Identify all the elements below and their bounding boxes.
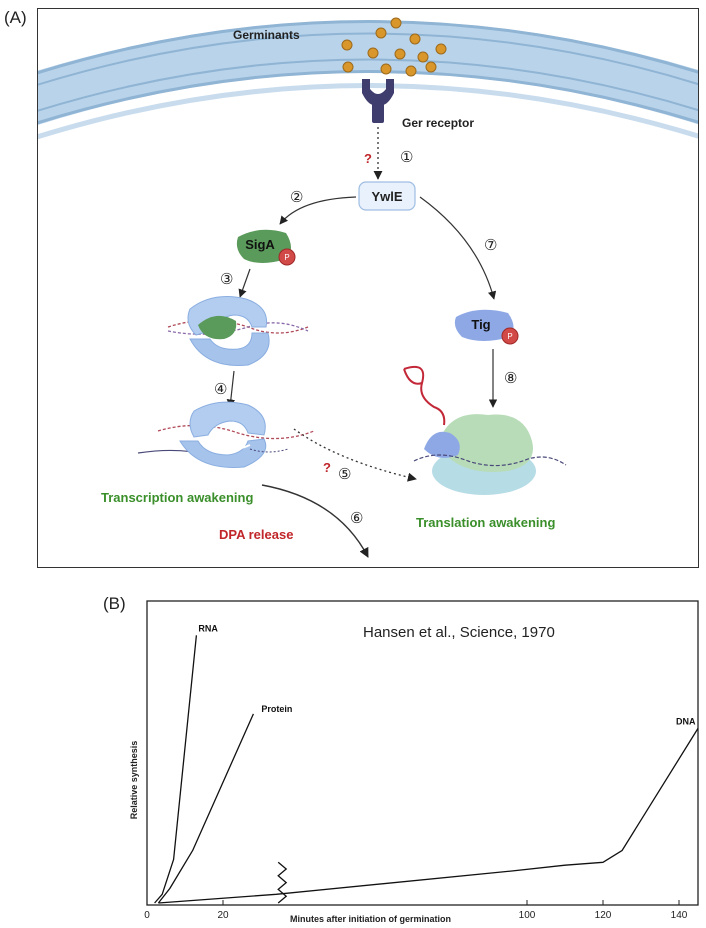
tig-label: Tig bbox=[471, 317, 490, 332]
unknown-mark-1: ? bbox=[364, 151, 372, 166]
ywle-node bbox=[358, 181, 416, 211]
x-tick-label: 120 bbox=[595, 910, 612, 921]
x-tick-label: 0 bbox=[144, 910, 150, 921]
citation-label: Hansen et al., Science, 1970 bbox=[363, 624, 555, 641]
tig-phospho-icon bbox=[501, 327, 519, 345]
transcription-awakening-label: Transcription awakening bbox=[101, 490, 253, 505]
y-axis-label: Relative synthesis bbox=[129, 741, 139, 820]
step-5-arrow bbox=[293, 428, 417, 482]
germinant-molecules bbox=[341, 17, 447, 77]
step-2-number: ② bbox=[290, 188, 303, 206]
step-7-number: ⑦ bbox=[484, 236, 497, 254]
series-label-rna: RNA bbox=[198, 623, 218, 633]
panel-b-label: (B) bbox=[103, 594, 126, 613]
step-4-arrow bbox=[226, 370, 236, 408]
step-6-arrow bbox=[261, 484, 369, 558]
step-8-number: ⑧ bbox=[504, 369, 517, 387]
step-6-number: ⑥ bbox=[350, 509, 363, 527]
series-label-protein: Protein bbox=[261, 704, 292, 714]
ger-receptor-icon bbox=[362, 79, 394, 123]
panel-a-diagram: Germinants Ger receptor ? ① YwlE bbox=[37, 8, 699, 568]
step-4-number: ④ bbox=[214, 380, 227, 398]
translation-awakening-label: Translation awakening bbox=[416, 515, 555, 530]
x-tick-label: 140 bbox=[671, 910, 688, 921]
series-line-rna bbox=[154, 635, 198, 904]
axis-break-zigzag bbox=[277, 861, 288, 904]
translating-ribosome-icon bbox=[403, 365, 567, 495]
germination-pathway-diagram: Germinants Ger receptor ? ① YwlE bbox=[38, 17, 698, 558]
siga-phospho-icon bbox=[278, 248, 296, 266]
step-3-number: ③ bbox=[220, 270, 233, 288]
step-5-number: ⑤ bbox=[338, 465, 351, 483]
series-line-dna bbox=[158, 728, 699, 904]
x-tick-label: 100 bbox=[519, 910, 536, 921]
step-3-arrow bbox=[238, 268, 251, 298]
unknown-mark-5: ? bbox=[323, 460, 331, 475]
tig-phospho-label: P bbox=[507, 332, 512, 341]
step-2-arrow bbox=[279, 196, 357, 225]
panel-a-label: (A) bbox=[4, 8, 27, 27]
x-axis-label: Minutes after initiation of germination bbox=[290, 914, 451, 924]
step-7-arrow bbox=[419, 196, 497, 300]
step-1-number: ① bbox=[400, 148, 413, 166]
siga-label: SigA bbox=[245, 237, 275, 252]
plot-frame bbox=[146, 600, 699, 906]
ger-receptor-label: Ger receptor bbox=[402, 116, 474, 130]
siga-protein-icon bbox=[236, 229, 291, 263]
series-label-dna: DNA bbox=[676, 716, 696, 726]
series-line-protein bbox=[157, 713, 254, 904]
dpa-release-label: DPA release bbox=[219, 527, 293, 542]
rna-polymerase-open-icon bbox=[137, 401, 315, 468]
ywle-label: YwlE bbox=[371, 189, 402, 204]
germinants-label: Germinants bbox=[233, 28, 300, 42]
tig-protein-icon bbox=[454, 309, 514, 341]
rna-polymerase-closed-icon bbox=[167, 296, 309, 366]
siga-phospho-label: P bbox=[284, 253, 289, 262]
x-tick-label: 20 bbox=[217, 910, 229, 921]
